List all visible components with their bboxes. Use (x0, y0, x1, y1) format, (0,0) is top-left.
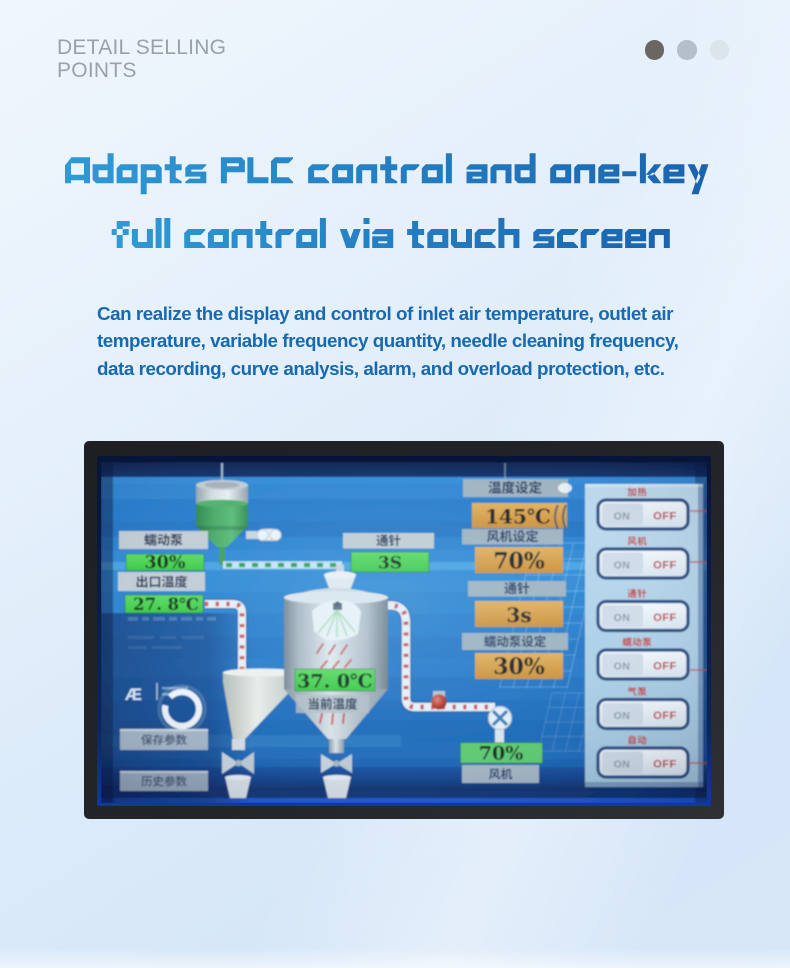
hmi-touchscreen-photo: Æ 30% 27. 8℃ (84, 441, 724, 819)
description-paragraph: Can realize the display and control of i… (97, 300, 742, 382)
hmi-screen[interactable]: Æ 30% 27. 8℃ (101, 462, 722, 803)
description-line: data recording, curve analysis, alarm, a… (97, 357, 665, 379)
dot-medium[interactable] (677, 40, 697, 60)
description-line: Can realize the display and control of i… (97, 303, 674, 324)
dot-dark[interactable] (644, 40, 664, 60)
section-kicker: DETAIL SELLING POINTS (57, 36, 227, 82)
carousel-dots (644, 40, 729, 60)
headline-title (65, 153, 709, 248)
description-line: temperature, variable frequency quantity… (97, 330, 679, 352)
dot-light[interactable] (709, 40, 729, 60)
